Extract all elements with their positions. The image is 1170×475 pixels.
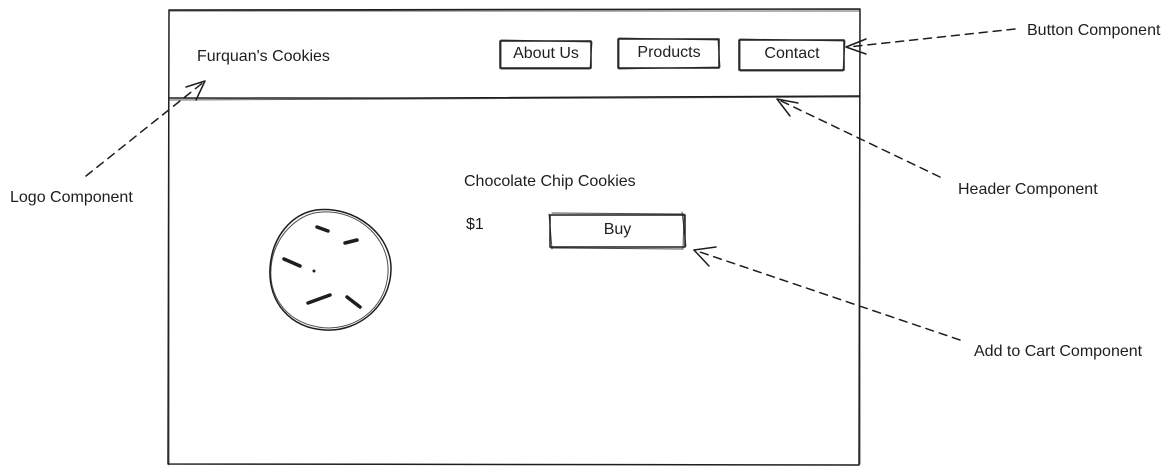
product-price: $1 xyxy=(466,216,484,233)
logo-text[interactable]: Furquan's Cookies xyxy=(197,48,330,65)
cart-annotation-arrow xyxy=(693,246,961,341)
page-frame xyxy=(167,8,861,466)
about-button-outline xyxy=(499,39,593,70)
buy-button-outline xyxy=(548,211,687,250)
about-us-button[interactable]: About Us xyxy=(513,45,579,62)
cookie-icon xyxy=(269,208,392,331)
contact-button-outline xyxy=(738,38,846,72)
buy-button[interactable]: Buy xyxy=(603,221,632,238)
contact-button[interactable]: Contact xyxy=(764,45,820,62)
add-to-cart-component-label: Add to Cart Component xyxy=(974,343,1143,360)
product-name: Chocolate Chip Cookies xyxy=(464,173,636,190)
header-divider xyxy=(168,95,861,100)
button-component-label: Button Component xyxy=(1027,22,1161,39)
header-annotation-arrow xyxy=(776,98,941,178)
products-button-outline xyxy=(617,37,721,70)
logo-component-label: Logo Component xyxy=(10,189,133,206)
logo-annotation-arrow xyxy=(85,80,206,177)
header-component-label: Header Component xyxy=(958,181,1098,198)
button-annotation-arrow xyxy=(845,28,1016,55)
products-button[interactable]: Products xyxy=(637,44,701,61)
